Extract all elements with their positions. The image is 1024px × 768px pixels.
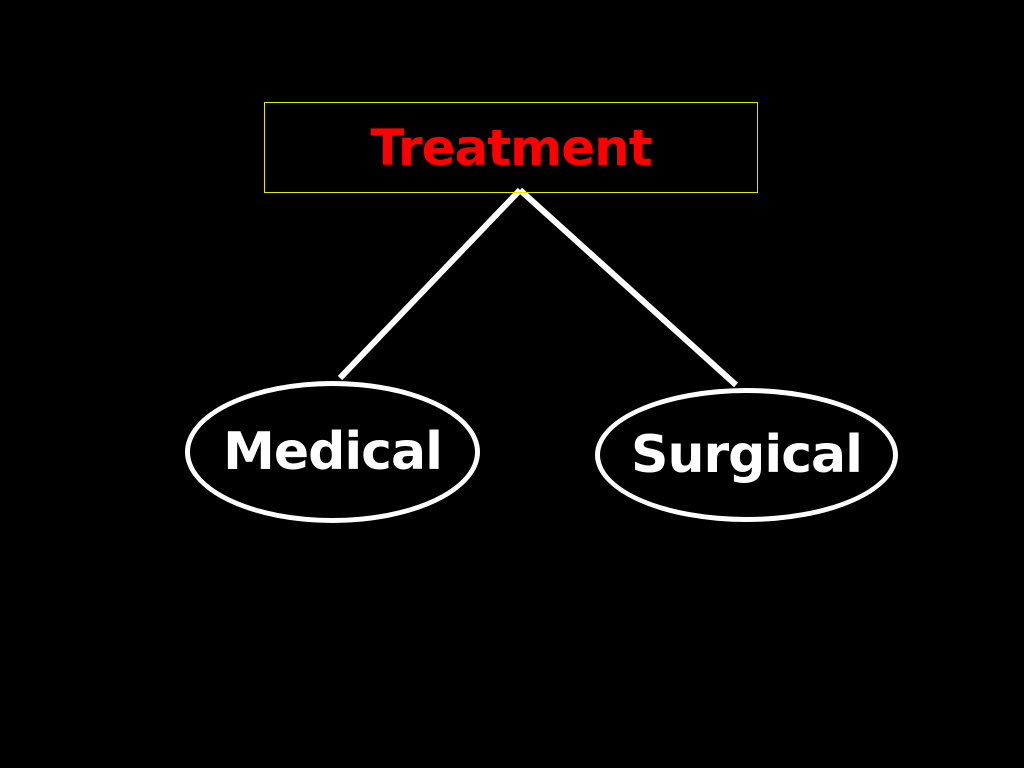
treatment-node: Treatment	[264, 102, 758, 193]
medical-node: Medical	[185, 381, 480, 523]
medical-label: Medical	[223, 422, 443, 482]
connector-treatment-surgical	[517, 187, 739, 388]
surgical-label: Surgical	[631, 425, 863, 485]
treatment-label: Treatment	[370, 118, 652, 177]
connector-treatment-medical	[337, 187, 523, 381]
surgical-node: Surgical	[595, 388, 898, 522]
